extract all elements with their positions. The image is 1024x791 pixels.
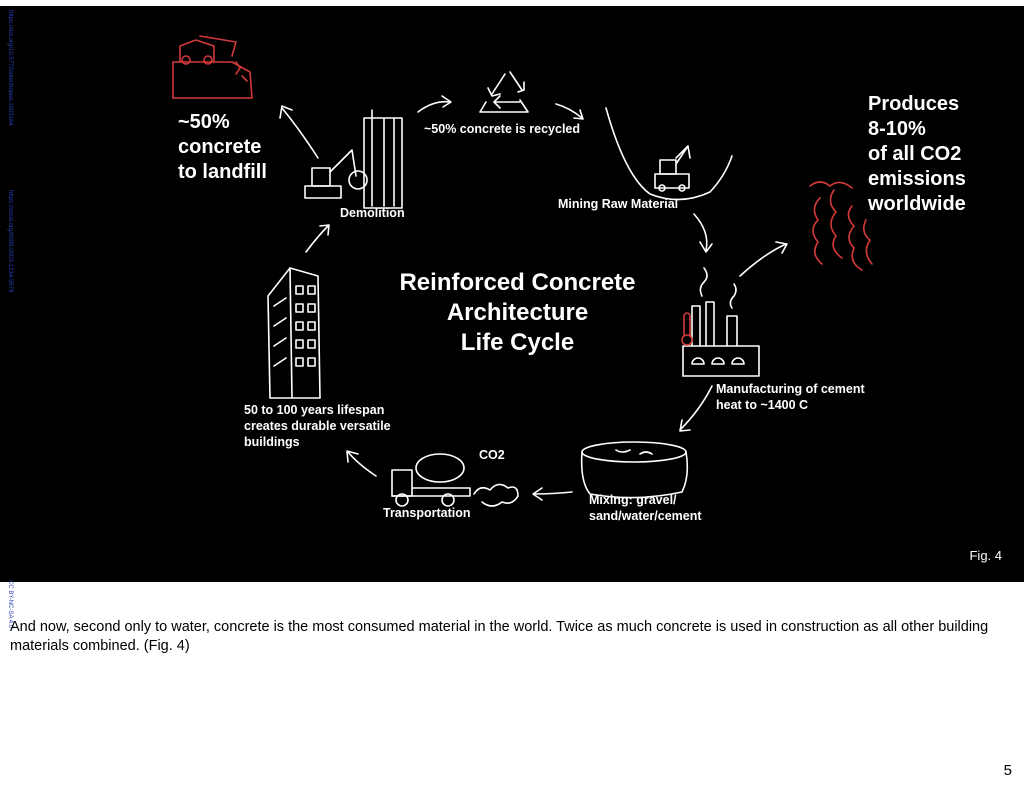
- lifecycle-diagram: [172, 35, 873, 507]
- building-icon: [267, 267, 321, 399]
- title-line-3: Life Cycle: [460, 329, 575, 356]
- lifespan-line-3: buildings: [244, 435, 300, 449]
- figure-panel: ~50% concrete to landfill ~50% concrete …: [0, 6, 1024, 582]
- mixing-drum-icon: [580, 441, 689, 499]
- cycle-arrows: [279, 95, 788, 501]
- side-credit-1: https://doi.org/10.5772/intechopen.10031…: [7, 10, 13, 126]
- emissions-line-1: Produces: [868, 93, 960, 115]
- mixing-line-1: Mixing: gravel/: [589, 493, 677, 507]
- excavator-pit-icon: [605, 107, 733, 201]
- emissions-cloud-icon: [809, 181, 873, 271]
- mixing-line-2: sand/water/cement: [589, 509, 702, 523]
- title-line-1: Reinforced Concrete: [399, 269, 636, 296]
- landfill-line-2: concrete: [178, 136, 262, 158]
- landfill-truck-icon: [172, 35, 253, 99]
- recycled-label: ~50% concrete is recycled: [424, 122, 580, 136]
- recycle-icon: [479, 71, 529, 113]
- emissions-line-2: 8-10%: [868, 118, 926, 140]
- landfill-line-3: to landfill: [178, 161, 267, 183]
- cement-factory-icon: [681, 267, 760, 377]
- demolition-crane-icon: [304, 109, 403, 209]
- diagram-title: Reinforced Concrete Architecture Life Cy…: [370, 268, 665, 358]
- manufacturing-line-2: heat to ~1400 C: [716, 398, 809, 412]
- slide-caption: And now, second only to water, concrete …: [10, 619, 989, 654]
- figure-number: Fig. 4: [969, 548, 1002, 563]
- emissions-line-4: emissions: [868, 168, 966, 190]
- manufacturing-line-1: Manufacturing of cement: [716, 382, 865, 396]
- landfill-line-1: ~50%: [178, 111, 230, 133]
- demolition-label: Demolition: [340, 206, 405, 220]
- title-line-2: Architecture: [446, 299, 589, 326]
- manufacturing-label: Manufacturing of cement heat to ~1400 C: [716, 381, 865, 413]
- lifespan-line-2: creates durable versatile: [244, 419, 391, 433]
- lifespan-label: 50 to 100 years lifespan creates durable…: [244, 402, 391, 450]
- emissions-label: Produces 8-10% of all CO2 emissions worl…: [868, 92, 966, 217]
- emissions-line-3: of all CO2: [868, 143, 962, 165]
- transportation-label: Transportation: [383, 506, 471, 520]
- lifespan-line-1: 50 to 100 years lifespan: [244, 403, 385, 417]
- emissions-line-5: worldwide: [868, 193, 966, 215]
- mixing-label: Mixing: gravel/ sand/water/cement: [589, 492, 702, 524]
- page-number: 5: [1003, 762, 1012, 779]
- mining-label: Mining Raw Material: [558, 197, 679, 211]
- co2-label: CO2: [479, 448, 505, 462]
- side-credit-2: https://orcid.org/0009-0003-1234-5678: [7, 190, 13, 293]
- landfill-label: ~50% concrete to landfill: [178, 110, 267, 185]
- cement-truck-icon: [391, 453, 519, 507]
